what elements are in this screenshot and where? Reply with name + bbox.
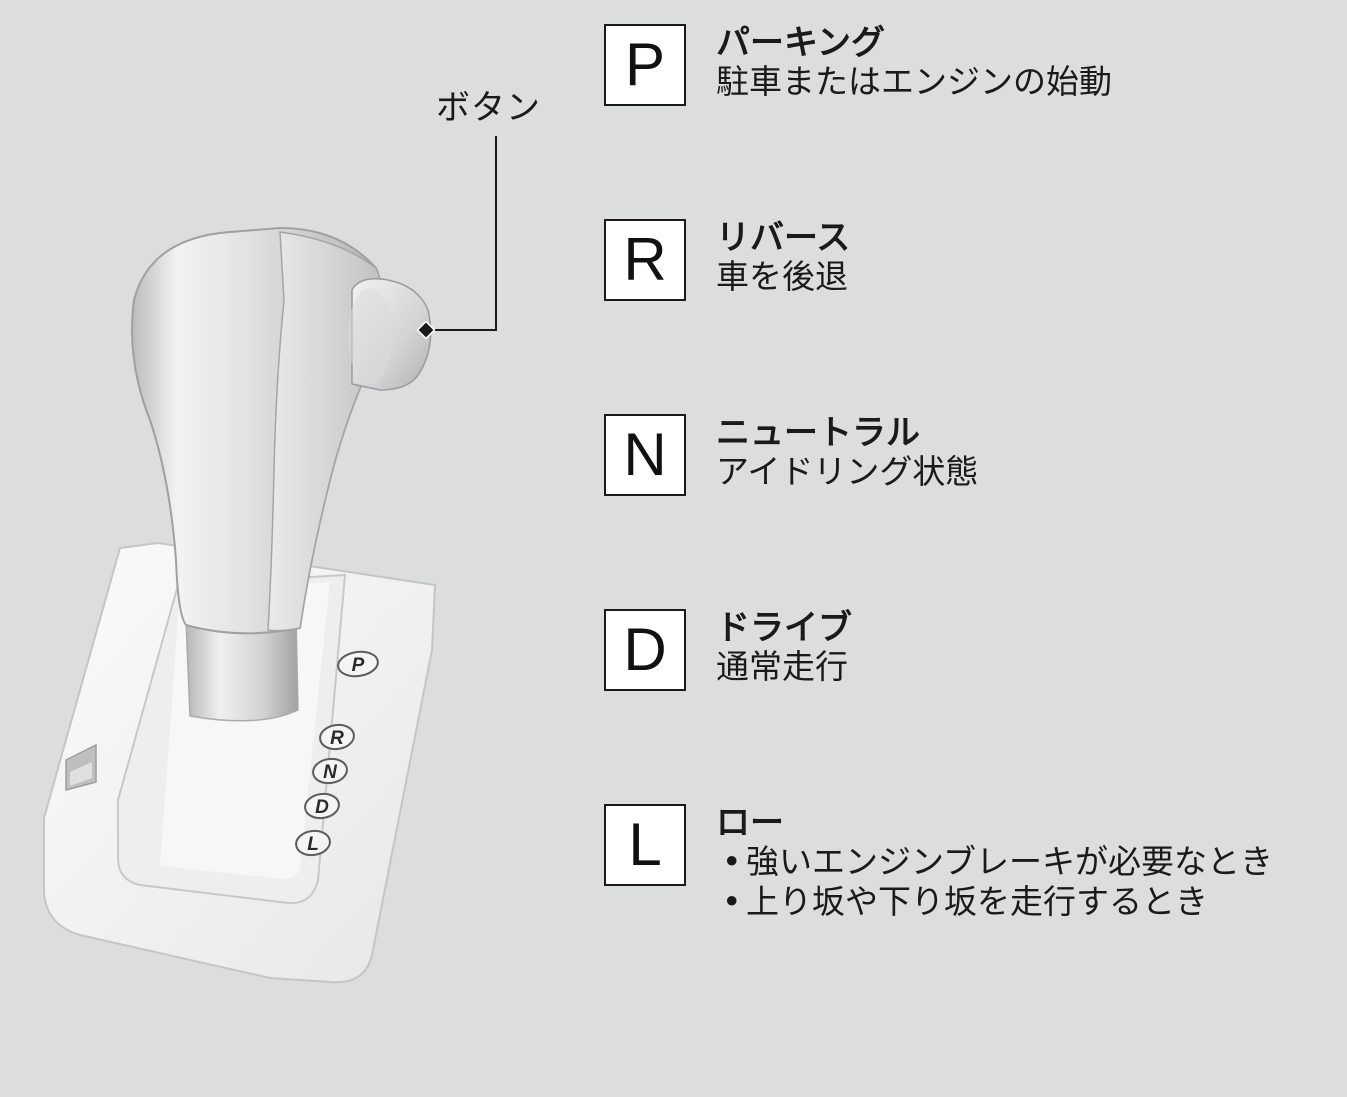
gear-box-p: P: [604, 24, 686, 106]
gate-marker-l: L: [295, 829, 331, 857]
gear-desc-drive: 通常走行: [716, 647, 848, 686]
gear-name-neutral: ニュートラル: [716, 413, 920, 453]
gear-desc-park: 駐車またはエンジンの始動: [716, 62, 1112, 101]
gear-box-r: R: [604, 219, 686, 301]
gear-name-park: パーキング: [716, 23, 885, 63]
gate-marker-p: P: [337, 650, 379, 678]
gate-marker-n: N: [312, 757, 348, 785]
gate-marker-label: L: [307, 834, 319, 855]
button-callout-line: [426, 136, 497, 331]
gate-marker-label: N: [323, 762, 338, 783]
gate-marker-d: D: [304, 792, 340, 820]
gear-text-low: ロー 強いエンジンブレーキが必要なとき 上り坂や下り坂を走行するとき: [716, 804, 1336, 922]
gear-name-low: ロー: [716, 803, 784, 843]
gate-marker-label: R: [330, 728, 344, 749]
gear-text-neutral: ニュートラル アイドリング状態: [716, 414, 1336, 492]
gear-name-drive: ドライブ: [716, 608, 852, 648]
button-label: ボタン: [436, 88, 541, 128]
gear-text-park: パーキング 駐車またはエンジンの始動: [716, 24, 1336, 102]
gear-desc-low-2: 上り坂や下り坂を走行するとき: [716, 882, 1336, 922]
gear-box-d: D: [604, 609, 686, 691]
gear-text-reverse: リバース 車を後退: [716, 219, 1336, 297]
gear-text-drive: ドライブ 通常走行: [716, 609, 1336, 687]
gear-name-reverse: リバース: [716, 218, 851, 258]
gear-box-n: N: [604, 414, 686, 496]
gear-desc-reverse: 車を後退: [716, 257, 848, 296]
gear-desc-low-1: 強いエンジンブレーキが必要なとき: [716, 842, 1336, 882]
gate-marker-r: R: [319, 723, 355, 751]
gear-box-l: L: [604, 804, 686, 886]
gate-marker-label: D: [315, 797, 329, 818]
lever-shaft: [185, 615, 299, 722]
gate-marker-label: P: [352, 655, 365, 676]
callout-marker: [416, 320, 436, 340]
gear-desc-neutral: アイドリング状態: [716, 452, 979, 491]
